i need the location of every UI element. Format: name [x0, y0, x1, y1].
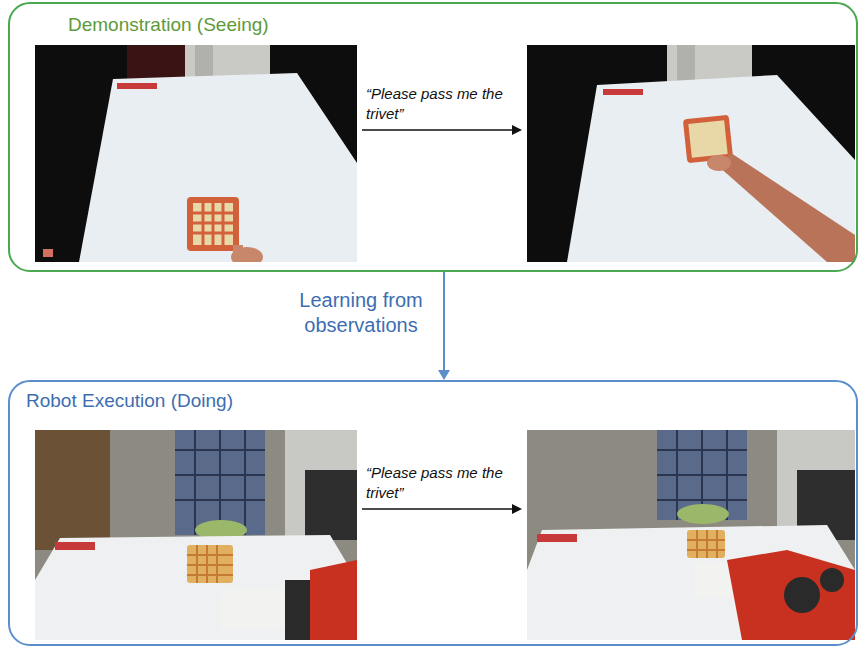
- robot-arm: [695, 550, 855, 640]
- demo-photo-start: [35, 45, 357, 262]
- spoken-command: “Please pass me the trivet”: [366, 463, 516, 503]
- trivet: [187, 545, 233, 583]
- robot-photo-end: [527, 430, 855, 640]
- spoken-command: “Please pass me the trivet”: [366, 84, 516, 124]
- edge-label: Learning from observations: [286, 288, 436, 338]
- panel-heading: Robot Execution (Doing): [26, 390, 233, 412]
- robot-photo-start: [35, 430, 357, 640]
- arrow-head: [512, 504, 522, 514]
- section-panel: Demonstration (Seeing): [8, 2, 858, 272]
- robot-gripper: [220, 560, 357, 640]
- arrow-head: [512, 125, 522, 135]
- trivet: [187, 197, 239, 251]
- trivet: [683, 115, 733, 164]
- panel-heading: Demonstration (Seeing): [68, 14, 269, 36]
- flow-arrow: [438, 272, 450, 380]
- demo-photo-end: [527, 45, 855, 262]
- sequence-arrow: [362, 129, 514, 131]
- sequence-arrow: [362, 508, 514, 510]
- trivet: [687, 530, 725, 558]
- section-panel: Robot Execution (Doing): [8, 380, 858, 646]
